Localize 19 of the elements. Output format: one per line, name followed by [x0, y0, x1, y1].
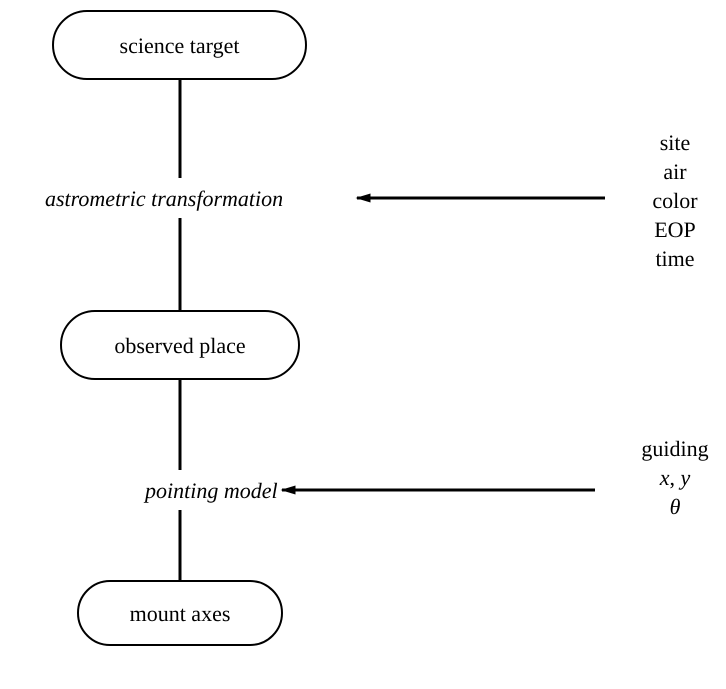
box-label: observed place [114, 332, 246, 360]
input-item: x, y [660, 464, 690, 492]
input-item: air [663, 158, 687, 186]
input-item: color [652, 186, 698, 214]
input-item: EOP [654, 216, 696, 244]
connector-line [178, 380, 182, 470]
input-item: site [660, 128, 690, 156]
box-label: mount axes [130, 600, 230, 628]
arrow [356, 194, 605, 202]
connector-line [178, 80, 182, 178]
arrow [280, 486, 595, 494]
connector-line [178, 510, 182, 580]
process-label-text: astrometric transformation [45, 184, 284, 212]
process-label-text: pointing model [145, 476, 278, 504]
box-label: science target [120, 32, 240, 60]
input-item: time [655, 244, 695, 272]
input-item: θ [670, 493, 680, 521]
input-item: guiding [641, 435, 709, 463]
connector-line [178, 218, 182, 310]
